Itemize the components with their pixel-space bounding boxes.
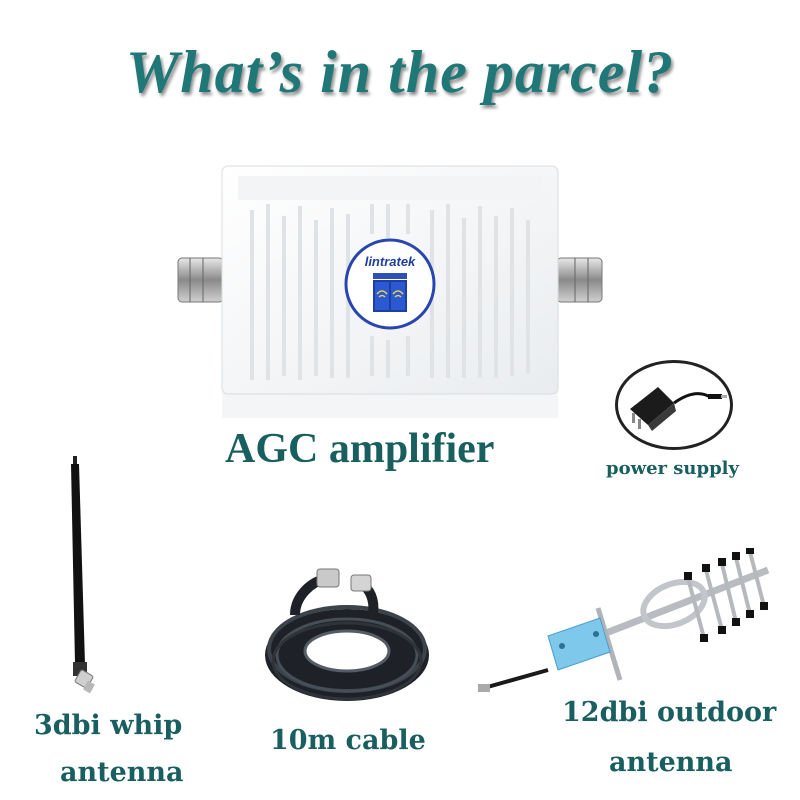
cable-label: 10m cable: [270, 725, 426, 756]
power-supply-frame: [615, 360, 733, 450]
outdoor-antenna-image: [478, 548, 778, 698]
amplifier-icon: lintratek: [177, 165, 603, 418]
whip-antenna-icon: [71, 456, 95, 694]
amplifier-image: lintratek: [170, 160, 610, 420]
power-supply-label: power supply: [606, 458, 739, 479]
whip-antenna-image: [55, 450, 115, 700]
page-title: What’s in the parcel?: [125, 39, 675, 105]
power-adapter-icon: [630, 387, 727, 431]
whip-antenna-label-line1: 3dbi whip: [34, 710, 183, 741]
outdoor-antenna-label-line1: 12dbi outdoor: [562, 697, 777, 728]
outdoor-antenna-label-line2: antenna: [609, 747, 733, 778]
yagi-antenna-icon: [478, 548, 770, 692]
cable-image: [255, 555, 435, 715]
brand-logo: lintratek: [365, 254, 416, 269]
whip-antenna-label-line2: antenna: [60, 757, 184, 788]
coaxial-cable-coil-icon: [265, 568, 429, 701]
amplifier-label: AGC amplifier: [225, 426, 495, 472]
